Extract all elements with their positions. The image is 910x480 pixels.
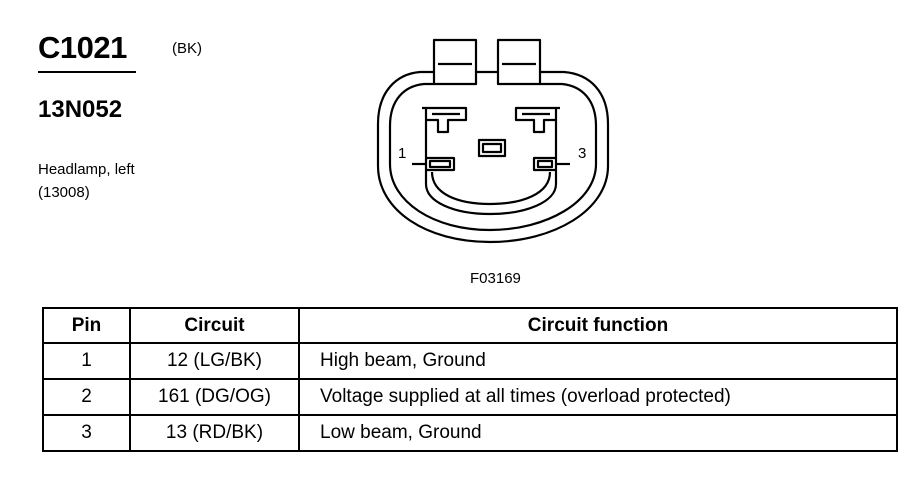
connector-id-underline — [38, 71, 136, 73]
pin-label-3: 3 — [578, 145, 586, 162]
component-reference: (13008) — [38, 184, 90, 201]
column-header-function: Circuit function — [298, 307, 898, 344]
latch-tab-right — [496, 38, 542, 86]
terminal-cavity-inner — [430, 171, 552, 206]
pin-label-1: 1 — [398, 145, 406, 162]
cell-circuit: 13 (RD/BK) — [129, 414, 300, 452]
cell-circuit: 12 (LG/BK) — [129, 342, 300, 380]
terminal-pin-1 — [426, 156, 456, 172]
cell-circuit: 161 (DG/OG) — [129, 378, 300, 416]
key-left — [426, 106, 468, 134]
cell-function: Low beam, Ground — [298, 414, 898, 452]
key-right — [514, 106, 556, 134]
connector-face-diagram: 1 3 — [376, 38, 610, 244]
cell-pin: 2 — [42, 378, 131, 416]
connector-housing-inner — [388, 82, 598, 232]
cell-pin: 3 — [42, 414, 131, 452]
table-row: 1 12 (LG/BK) High beam, Ground — [42, 342, 898, 380]
table-header-row: Pin Circuit Circuit function — [42, 307, 898, 344]
connector-color: (BK) — [172, 40, 202, 57]
table-row: 3 13 (RD/BK) Low beam, Ground — [42, 414, 898, 452]
latch-tab-left — [432, 38, 478, 86]
table-row: 2 161 (DG/OG) Voltage supplied at all ti… — [42, 378, 898, 416]
connector-housing-outer — [376, 70, 610, 244]
terminal-pin-2 — [477, 138, 507, 158]
component-description: Headlamp, left — [38, 161, 135, 178]
column-header-circuit: Circuit — [129, 307, 300, 344]
cell-function: High beam, Ground — [298, 342, 898, 380]
part-number: 13N052 — [38, 96, 123, 123]
cell-function: Voltage supplied at all times (overload … — [298, 378, 898, 416]
connector-id: C1021 — [38, 30, 127, 65]
cell-pin: 1 — [42, 342, 131, 380]
terminal-cavity — [422, 106, 560, 216]
column-header-pin: Pin — [42, 307, 131, 344]
terminal-pin-3 — [532, 156, 556, 172]
figure-id: F03169 — [470, 270, 521, 287]
pin-table: Pin Circuit Circuit function 1 12 (LG/BK… — [42, 307, 898, 452]
